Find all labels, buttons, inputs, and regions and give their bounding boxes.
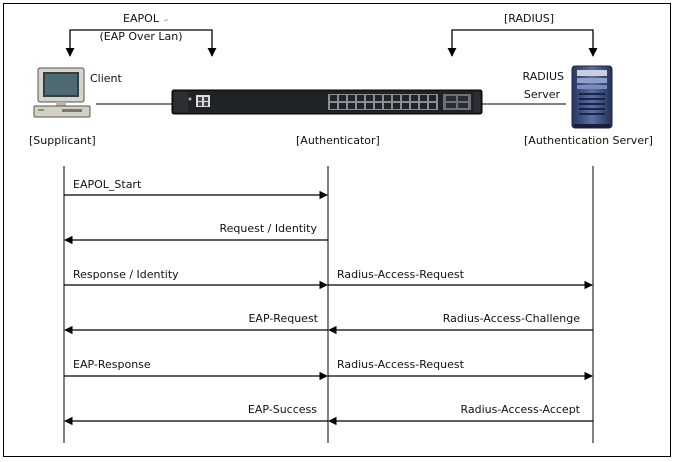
message-label: EAPOL_Start <box>73 178 142 191</box>
server-label-line1: RADIUS <box>523 70 564 83</box>
client-label: Client <box>90 72 123 85</box>
message-label: Radius-Access-Accept <box>461 403 581 416</box>
message-label: Radius-Access-Request <box>337 268 465 281</box>
diagram-frame <box>3 3 671 457</box>
authenticator-role: [Authenticator] <box>296 134 380 147</box>
eapol-label: EAPOL <box>123 12 160 25</box>
radius-bracket: [RADIUS] <box>447 12 598 57</box>
supplicant-role: [Supplicant] <box>29 134 96 147</box>
message-label: Radius-Access-Challenge <box>443 312 580 325</box>
desktop-computer-icon <box>33 67 91 118</box>
network-switch-icon <box>171 89 483 115</box>
eapol-bracket: EAPOL (EAP Over Lan) ↵ <box>65 12 217 57</box>
server-role: [Authentication Server] <box>524 134 653 147</box>
radius-label: [RADIUS] <box>504 12 554 25</box>
server-tower-icon <box>571 65 613 129</box>
eapol-subtitle: (EAP Over Lan) <box>100 30 183 43</box>
message-label: EAP-Response <box>73 358 151 371</box>
svg-text:↵: ↵ <box>164 18 168 24</box>
message-label: Radius-Access-Request <box>337 358 465 371</box>
server-label-line2: Server <box>524 88 561 101</box>
message-label: Request / Identity <box>219 222 317 235</box>
message-label: EAP-Request <box>248 312 318 325</box>
message-label: EAP-Success <box>248 403 317 416</box>
message-label: Response / Identity <box>73 268 179 281</box>
